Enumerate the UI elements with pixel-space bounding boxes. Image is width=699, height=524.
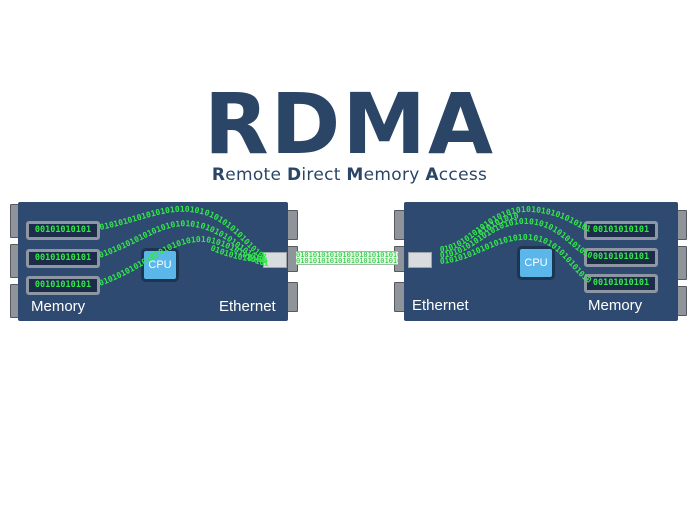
cpu-chip: CPU xyxy=(141,248,179,282)
network-port xyxy=(408,252,432,268)
memory-module: 00101010101 xyxy=(584,248,658,267)
memory-module: 00101010101 xyxy=(26,221,100,240)
page-subtitle: Remote Direct Memory Access xyxy=(0,164,699,186)
subtitle-word-memory: emory xyxy=(363,165,426,185)
binary-flow-text: 01010101010101010101010101010101010101 xyxy=(0,0,593,285)
cable-binary-row: 01010101010101010101010101010101010101 xyxy=(296,251,398,259)
binary-flow-text: 01010101010101010101010101010101010101 xyxy=(0,0,520,238)
page-title: RDMA xyxy=(203,75,495,173)
left-server: 00101010101 00101010101 00101010101 CPU … xyxy=(18,202,288,321)
subtitle-letter-a: A xyxy=(425,165,439,185)
subtitle-word-access: ccess xyxy=(438,165,488,185)
cable-binary-row: 01010101010101010101010101010101010101 xyxy=(296,257,398,265)
memory-label: Memory xyxy=(31,298,86,315)
network-port xyxy=(263,252,287,268)
subtitle-word-remote: emote xyxy=(225,165,287,185)
memory-module: 00101010101 xyxy=(26,249,100,268)
memory-label: Memory xyxy=(588,297,643,314)
ethernet-label: Ethernet xyxy=(412,297,469,314)
memory-module: 00101010101 xyxy=(26,276,100,295)
subtitle-letter-r: R xyxy=(211,165,226,185)
subtitle-word-direct: irect xyxy=(301,165,347,185)
memory-module: 00101010101 xyxy=(584,221,658,240)
memory-module: 00101010101 xyxy=(584,274,658,293)
right-server: 00101010101 00101010101 00101010101 CPU … xyxy=(404,202,678,321)
subtitle-letter-m: M xyxy=(346,165,364,185)
subtitle-letter-d: D xyxy=(286,165,302,185)
ethernet-label: Ethernet xyxy=(219,298,276,315)
cpu-chip: CPU xyxy=(517,246,555,280)
